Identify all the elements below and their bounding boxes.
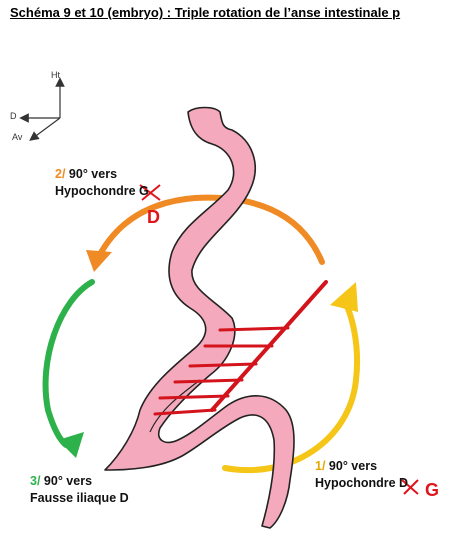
strike-mark-step1	[401, 479, 419, 495]
axis-up-label: Ht	[51, 70, 60, 80]
orange-rotation-arrow	[86, 194, 325, 272]
step3-label: 3/ 90° vers Fausse iliaque D	[30, 473, 129, 507]
step3-line2: Fausse iliaque D	[30, 491, 129, 505]
step1-line2: Hypochondre	[315, 476, 396, 490]
step1-label: 1/ 90° vers Hypochondre D	[315, 458, 408, 492]
axis-left-label: D	[10, 111, 17, 121]
axis-indicator	[19, 77, 65, 141]
step2-struck: G	[139, 184, 149, 198]
strike-mark-step2	[139, 184, 161, 201]
handwritten-d: D	[147, 207, 160, 227]
step1-text: 90° vers	[328, 459, 378, 473]
axis-diag-label: Av	[12, 132, 23, 142]
step1-struck: D	[399, 476, 409, 490]
step3-number: 3/	[30, 474, 41, 488]
mesenteric-vessels	[153, 280, 328, 416]
page-title: Schéma 9 et 10 (embryo) : Triple rotatio…	[10, 5, 401, 20]
step3-text: 90° vers	[43, 474, 93, 488]
step2-number: 2/	[55, 167, 66, 181]
step2-text: 90° vers	[68, 167, 118, 181]
intestinal-loop	[104, 106, 295, 529]
step2-line2: Hypochondre	[55, 184, 136, 198]
step2-label: 2/ 90° vers Hypochondre G	[55, 166, 149, 200]
handwritten-g: G	[425, 480, 439, 500]
green-rotation-arrow	[42, 279, 95, 458]
step1-number: 1/	[315, 459, 326, 473]
